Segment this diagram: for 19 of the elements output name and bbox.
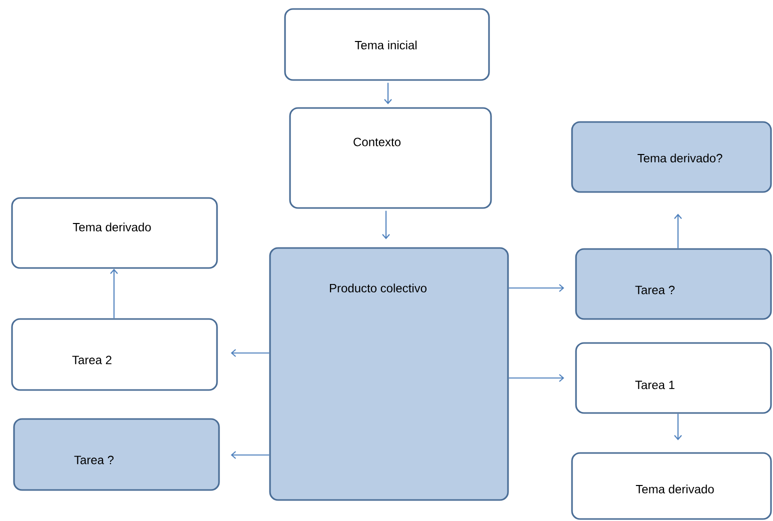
- arrow: [382, 210, 390, 240]
- arrow: [674, 414, 682, 440]
- arrow: [230, 451, 270, 459]
- arrow: [384, 82, 392, 104]
- arrow: [508, 284, 564, 292]
- arrow: [508, 374, 564, 382]
- process-box: Contexto: [289, 107, 492, 209]
- arrow: [230, 349, 270, 357]
- arrow: [674, 214, 682, 248]
- arrow: [110, 268, 118, 318]
- process-box: Tema inicial: [284, 8, 490, 81]
- process-box: Producto colectivo: [269, 247, 509, 501]
- process-box: Tarea 1: [575, 342, 772, 414]
- process-box: Tema derivado: [11, 197, 218, 269]
- process-box: Tarea ?: [13, 418, 220, 491]
- process-box: Tema derivado?: [571, 121, 772, 193]
- process-box: Tema derivado: [571, 452, 772, 520]
- process-box: Tarea 2: [11, 318, 218, 391]
- process-box: Tarea ?: [575, 248, 772, 320]
